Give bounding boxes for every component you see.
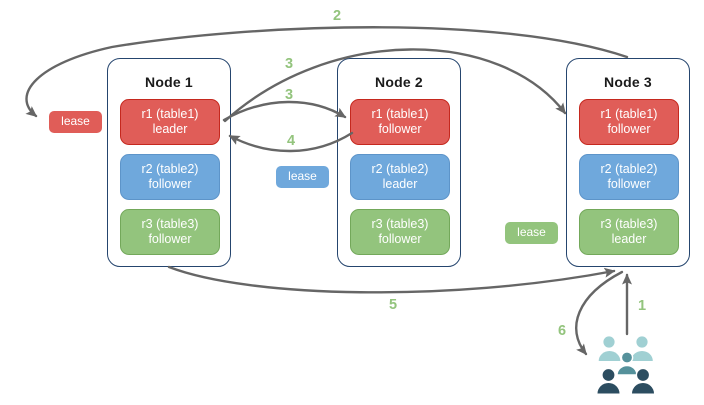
replica-range-label: r3 (table3) (141, 216, 199, 231)
arrow-step-5 (167, 265, 616, 294)
node-3-box: Node 3 r1 (table1) follower r2 (table2) … (566, 58, 690, 267)
node-3-replica-r3: r3 (table3) leader (579, 209, 679, 255)
node-1-title: Node 1 (145, 74, 193, 90)
node-2-box: Node 2 r1 (table1) follower r2 (table2) … (337, 58, 461, 267)
replica-role-label: follower (607, 177, 651, 191)
step-label-3-to-node2: 3 (284, 87, 294, 103)
arrow-step-3-to-node2 (222, 100, 347, 122)
replica-role-label: follower (607, 122, 651, 136)
step-label-5: 5 (388, 297, 398, 313)
node-2-title: Node 2 (375, 74, 423, 90)
node-1-replica-r2: r2 (table2) follower (120, 154, 220, 200)
replica-range-label: r1 (table1) (371, 106, 429, 121)
replica-range-label: r1 (table1) (600, 106, 658, 121)
replica-role-label: leader (152, 122, 188, 136)
user-front-right-icon (632, 367, 654, 394)
replica-role-label: follower (378, 122, 422, 136)
users-icon (597, 335, 654, 394)
node-2-replica-r1: r1 (table1) follower (350, 99, 450, 145)
node-3-replica-r1: r1 (table1) follower (579, 99, 679, 145)
user-back-left-icon (598, 335, 621, 361)
step-label-1: 1 (637, 298, 647, 314)
node-1-box: Node 1 r1 (table1) leader r2 (table2) fo… (107, 58, 231, 267)
arrow-step-6 (575, 270, 624, 356)
step-label-2: 2 (332, 8, 342, 24)
replica-range-label: r3 (table3) (371, 216, 429, 231)
node-3-replica-r2: r2 (table2) follower (579, 154, 679, 200)
lease-badge-table2: lease (276, 166, 329, 188)
step-label-3-to-node3: 3 (284, 56, 294, 72)
replica-role-label: follower (148, 177, 192, 191)
node-2-replica-r3: r3 (table3) follower (350, 209, 450, 255)
replica-role-label: follower (378, 232, 422, 246)
replica-range-label: r2 (table2) (141, 161, 199, 176)
lease-badge-table1: lease (49, 111, 102, 133)
node-1-replica-r1: r1 (table1) leader (120, 99, 220, 145)
user-front-left-icon (597, 367, 620, 394)
step-label-6: 6 (557, 323, 567, 339)
replica-role-label: leader (382, 177, 418, 191)
user-middle-icon (616, 351, 638, 376)
node-2-replica-r2: r2 (table2) leader (350, 154, 450, 200)
replica-role-label: follower (148, 232, 192, 246)
lease-badge-table3: lease (505, 222, 558, 244)
replica-range-label: r2 (table2) (371, 161, 429, 176)
user-back-right-icon (631, 335, 653, 361)
replica-role-label: leader (611, 232, 647, 246)
replica-range-label: r1 (table1) (141, 106, 199, 121)
step-label-4: 4 (286, 133, 296, 149)
replica-range-label: r2 (table2) (600, 161, 658, 176)
node-1-replica-r3: r3 (table3) follower (120, 209, 220, 255)
node-3-title: Node 3 (604, 74, 652, 90)
replica-range-label: r3 (table3) (600, 216, 658, 231)
